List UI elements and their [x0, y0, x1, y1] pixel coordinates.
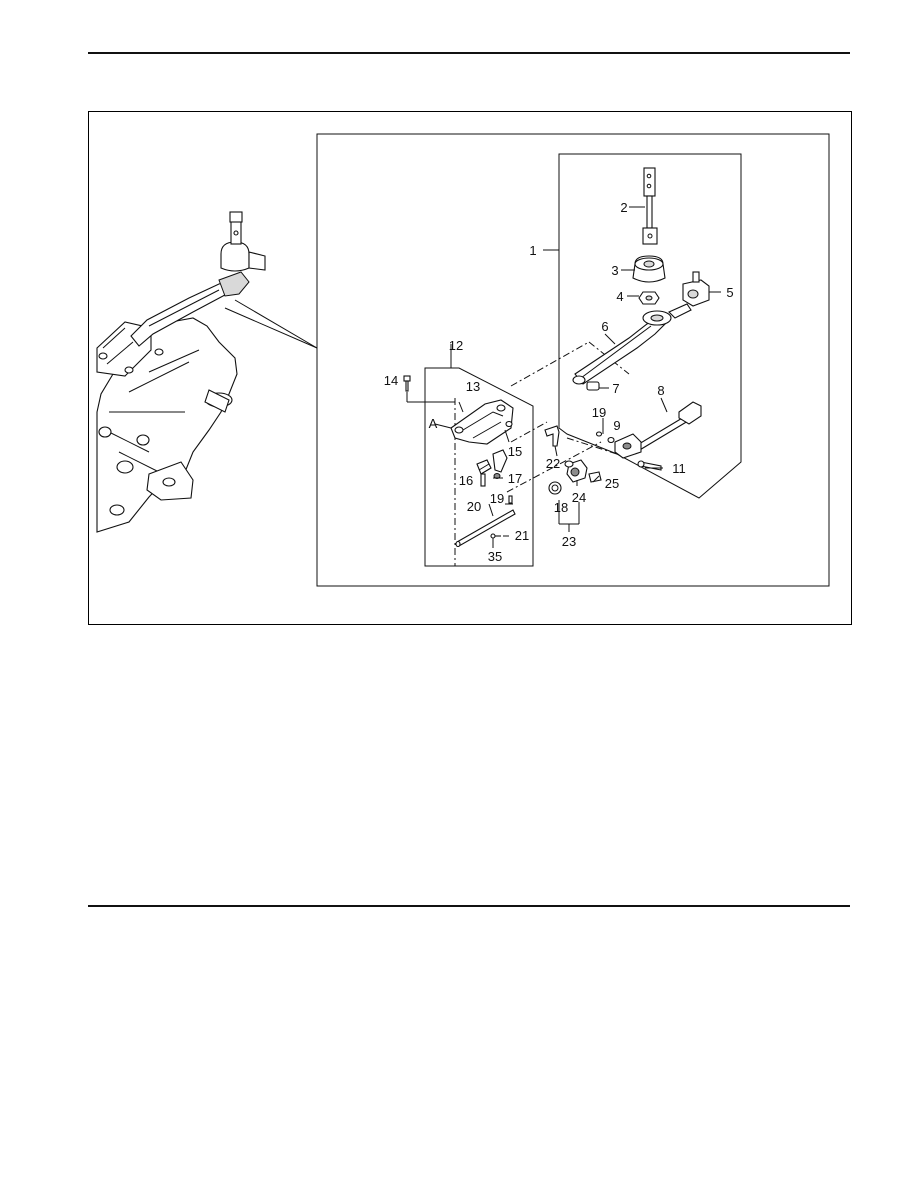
detail-view-box: [316, 133, 830, 587]
part-bracket-22: [544, 425, 560, 447]
part-boot: [632, 255, 666, 283]
callout-9: 9: [613, 418, 620, 433]
header-rule: [88, 52, 850, 54]
callout-3: 3: [611, 263, 618, 278]
callout-5: 5: [726, 285, 733, 300]
callout-20: 20: [467, 499, 481, 514]
callout-14: 14: [384, 373, 398, 388]
callout-1: 1: [529, 243, 536, 258]
callout-25: 25: [605, 476, 619, 491]
callout-23: 23: [562, 534, 576, 549]
part-pin: [637, 460, 662, 471]
exploded-parts-diagram: 1 2 3 4 5 6 7 8 9 11 12 13 14 15 16 17 1…: [96, 133, 830, 587]
callout-A: A: [429, 416, 438, 431]
callout-4: 4: [616, 289, 623, 304]
callout-35: 35: [488, 549, 502, 564]
callout-22: 22: [546, 456, 560, 471]
callout-12: 12: [449, 338, 463, 353]
transmission-overview: [96, 211, 318, 533]
callout-11: 11: [672, 461, 686, 476]
part-pin-35: [490, 533, 496, 539]
part-shift-arm: [572, 303, 692, 385]
diagram-frame: 1 2 3 4 5 6 7 8 9 11 12 13 14 15 16 17 1…: [88, 111, 852, 625]
part-shift-shaft: [642, 167, 658, 245]
part-clip-19-upper: [595, 431, 603, 437]
callout-8: 8: [657, 383, 664, 398]
callout-24: 24: [572, 490, 586, 505]
callout-7: 7: [612, 381, 619, 396]
callout-13: 13: [466, 379, 480, 394]
callout-19-lower: 19: [490, 491, 504, 506]
callout-2: 2: [620, 200, 627, 215]
part-spring: [476, 459, 492, 487]
part-bracket-plate: [450, 399, 514, 445]
footer-rule: [88, 905, 850, 907]
part-bushing: [586, 381, 600, 391]
callout-15: 15: [508, 444, 522, 459]
part-clip-9: [607, 436, 615, 444]
part-nut: [638, 291, 660, 305]
assembly-12-outline: [424, 367, 534, 567]
part-lever-17: [492, 449, 508, 479]
callout-17: 17: [508, 471, 522, 486]
assembly-1-outline: [558, 153, 742, 499]
part-bushing-set: [548, 459, 602, 495]
part-select-rod: [455, 495, 516, 548]
callout-6: 6: [601, 319, 608, 334]
callout-21: 21: [515, 528, 529, 543]
part-pivot-block: [682, 271, 710, 307]
part-control-rod: [614, 401, 702, 459]
callout-19-upper: 19: [592, 405, 606, 420]
callout-18: 18: [554, 500, 568, 515]
part-bolt-14: [403, 375, 411, 392]
callout-16: 16: [459, 473, 473, 488]
